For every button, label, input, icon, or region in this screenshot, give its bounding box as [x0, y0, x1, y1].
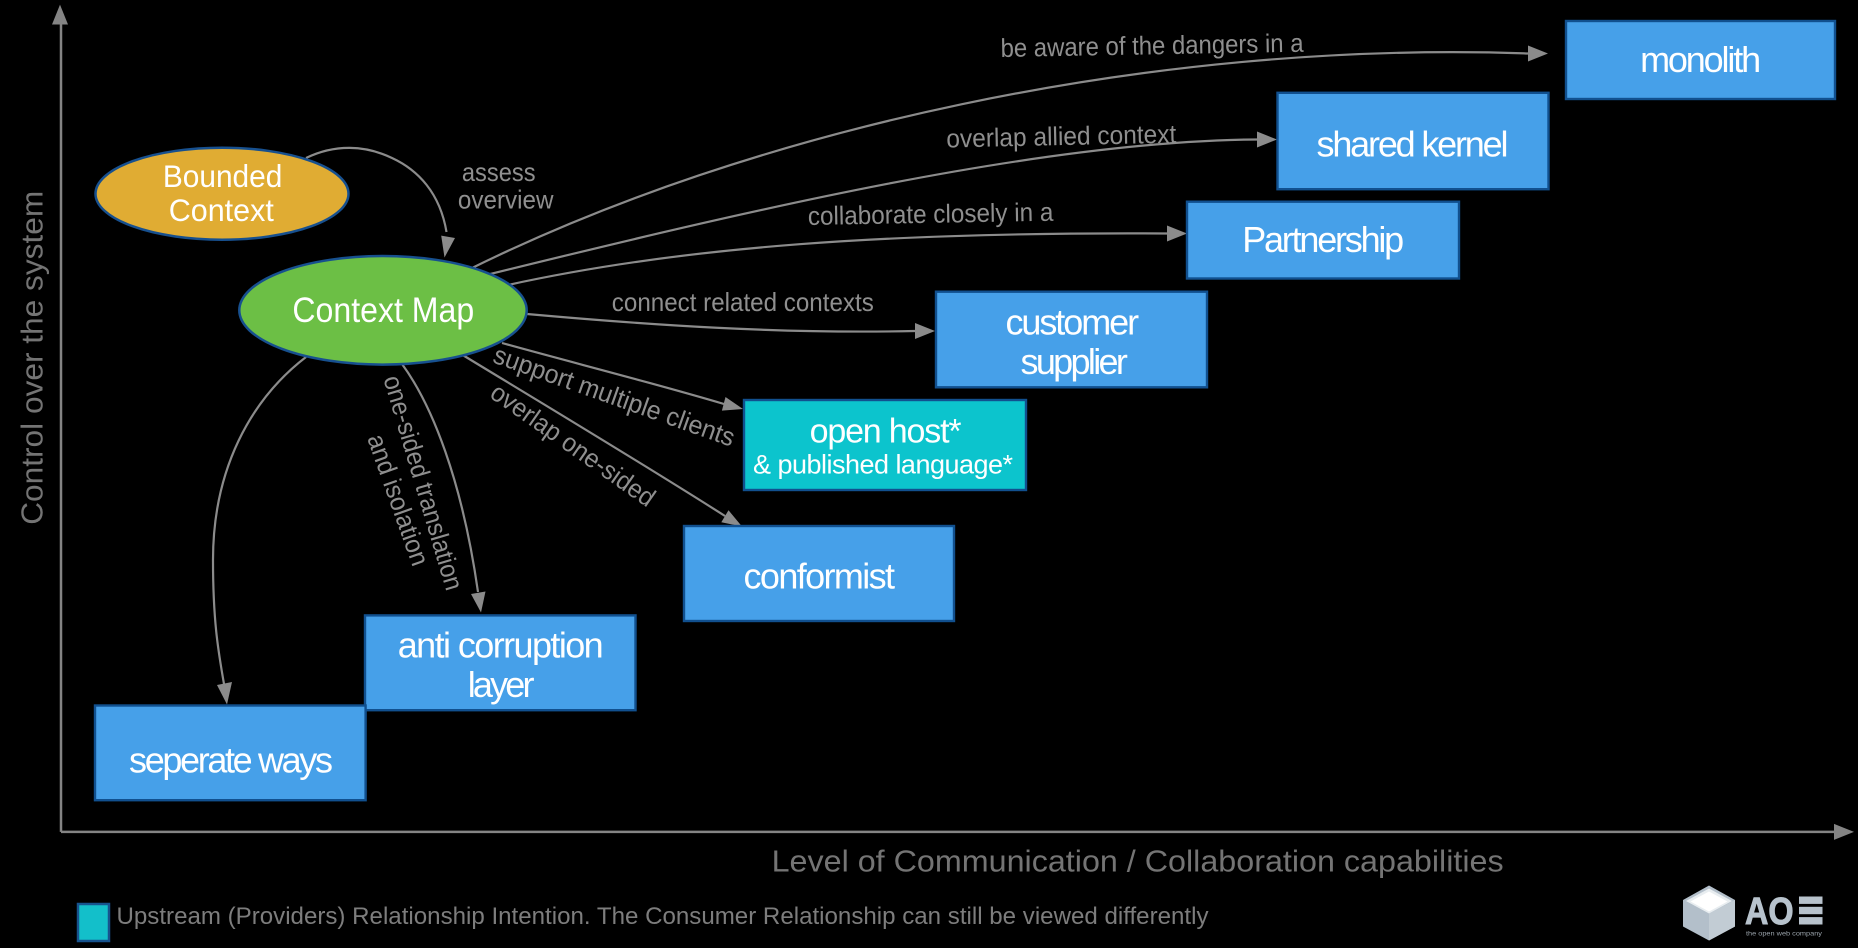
svg-text:Context: Context [169, 192, 274, 228]
svg-text:AO: AO [1745, 891, 1794, 933]
svg-text:the open web company: the open web company [1746, 931, 1823, 938]
svg-text:assess: assess [462, 157, 536, 187]
svg-text:anti corruption: anti corruption [398, 625, 604, 666]
svg-text:connect related contexts: connect related contexts [612, 287, 874, 317]
svg-text:Upstream (Providers) Relations: Upstream (Providers) Relationship Intent… [117, 903, 1209, 930]
svg-text:open host*: open host* [810, 413, 962, 451]
svg-text:conformist: conformist [744, 555, 896, 596]
svg-text:shared kernel: shared kernel [1317, 123, 1509, 164]
svg-text:supplier: supplier [1021, 341, 1128, 382]
svg-text:Level of Communication / Colla: Level of Communication / Collaboration c… [772, 845, 1504, 879]
svg-text:& published language*: & published language* [753, 450, 1013, 480]
svg-text:Context Map: Context Map [292, 291, 474, 330]
svg-text:Partnership: Partnership [1242, 219, 1404, 260]
svg-text:monolith: monolith [1640, 39, 1761, 80]
svg-text:overlap allied context: overlap allied context [946, 119, 1177, 154]
svg-text:seperate ways: seperate ways [129, 740, 333, 781]
svg-text:be aware of the dangers in a: be aware of the dangers in a [1000, 28, 1304, 63]
svg-text:Bounded: Bounded [163, 158, 283, 194]
svg-text:Control over the system: Control over the system [16, 191, 50, 525]
svg-text:collaborate closely in a: collaborate closely in a [808, 197, 1054, 231]
svg-text:layer: layer [468, 664, 535, 705]
svg-text:overview: overview [458, 185, 554, 215]
svg-text:customer: customer [1005, 302, 1139, 343]
